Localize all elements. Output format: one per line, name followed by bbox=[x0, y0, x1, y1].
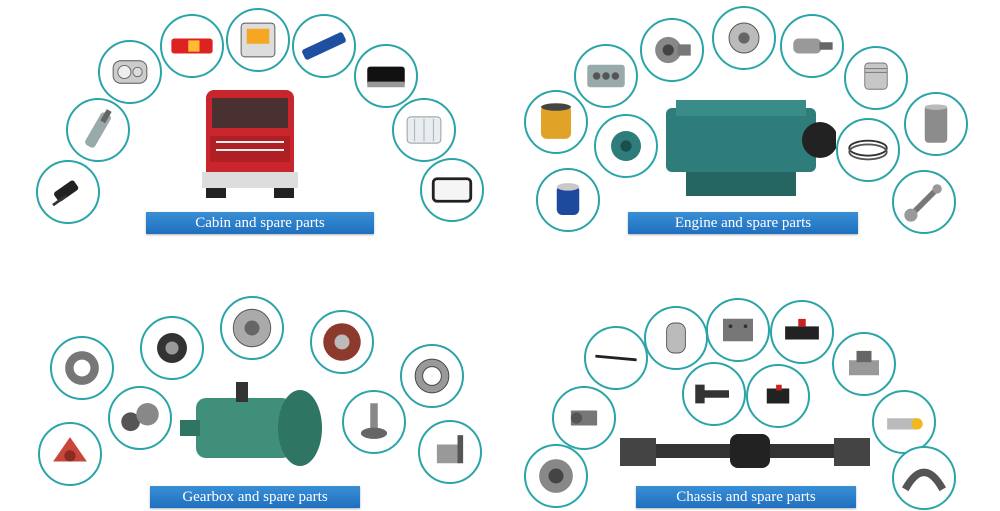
cabin-banner[interactable]: Cabin and spare parts bbox=[146, 212, 374, 234]
engine-image bbox=[656, 94, 836, 206]
clutch-housing-icon bbox=[38, 422, 102, 486]
knuckle-icon bbox=[552, 386, 616, 450]
pressure-plate-icon bbox=[220, 296, 284, 360]
chassis-panel: Chassis and spare parts bbox=[500, 256, 1000, 511]
brake-chamber-icon bbox=[746, 364, 810, 428]
engine-panel: Engine and spare parts bbox=[500, 0, 1000, 255]
brake-lining-icon bbox=[706, 298, 770, 362]
mirror-icon bbox=[36, 160, 100, 224]
release-bearing-icon bbox=[140, 316, 204, 380]
trim-panel-icon bbox=[292, 14, 356, 78]
cylinder-liner-icon bbox=[904, 92, 968, 156]
clutch-disc-icon bbox=[310, 310, 374, 374]
piston-rings-icon bbox=[836, 118, 900, 182]
air-filter-icon bbox=[524, 90, 588, 154]
glass-panel-icon bbox=[420, 158, 484, 222]
valve-icon bbox=[770, 300, 834, 364]
bolt-icon bbox=[682, 362, 746, 426]
turbocharger-icon bbox=[640, 18, 704, 82]
starter-motor-icon bbox=[780, 14, 844, 78]
shaft-icon bbox=[342, 390, 406, 454]
tie-rod-icon bbox=[584, 326, 648, 390]
engine-mount-icon bbox=[832, 332, 896, 396]
gear-ring-icon bbox=[50, 336, 114, 400]
tail-light-icon bbox=[160, 14, 224, 78]
combination-lamp-icon bbox=[226, 8, 290, 72]
gears-set-icon bbox=[108, 386, 172, 450]
alternator-icon bbox=[712, 6, 776, 70]
spring-brake-icon bbox=[644, 306, 708, 370]
gearbox-image bbox=[176, 376, 326, 486]
shift-valve-icon bbox=[418, 420, 482, 484]
water-pump-icon bbox=[594, 114, 658, 178]
brake-drum-icon bbox=[524, 444, 588, 508]
gearbox-panel: Gearbox and spare parts bbox=[0, 256, 500, 511]
master-cylinder-icon bbox=[872, 390, 936, 454]
bumper-trim-icon bbox=[354, 44, 418, 108]
cylinder-head-icon bbox=[574, 44, 638, 108]
bearing-icon bbox=[400, 344, 464, 408]
axle-image bbox=[620, 416, 870, 486]
connecting-rod-icon bbox=[892, 170, 956, 234]
piston-icon bbox=[844, 46, 908, 110]
shock-absorber-icon bbox=[66, 98, 130, 162]
oil-filter-icon bbox=[536, 168, 600, 232]
brake-shoe-icon bbox=[892, 446, 956, 510]
engine-banner[interactable]: Engine and spare parts bbox=[628, 212, 858, 234]
headlight-icon bbox=[98, 40, 162, 104]
chassis-banner[interactable]: Chassis and spare parts bbox=[636, 486, 856, 508]
grille-icon bbox=[392, 98, 456, 162]
truck-cab-image bbox=[196, 84, 304, 202]
cabin-panel: Cabin and spare parts bbox=[0, 0, 500, 255]
gearbox-banner[interactable]: Gearbox and spare parts bbox=[150, 486, 360, 508]
